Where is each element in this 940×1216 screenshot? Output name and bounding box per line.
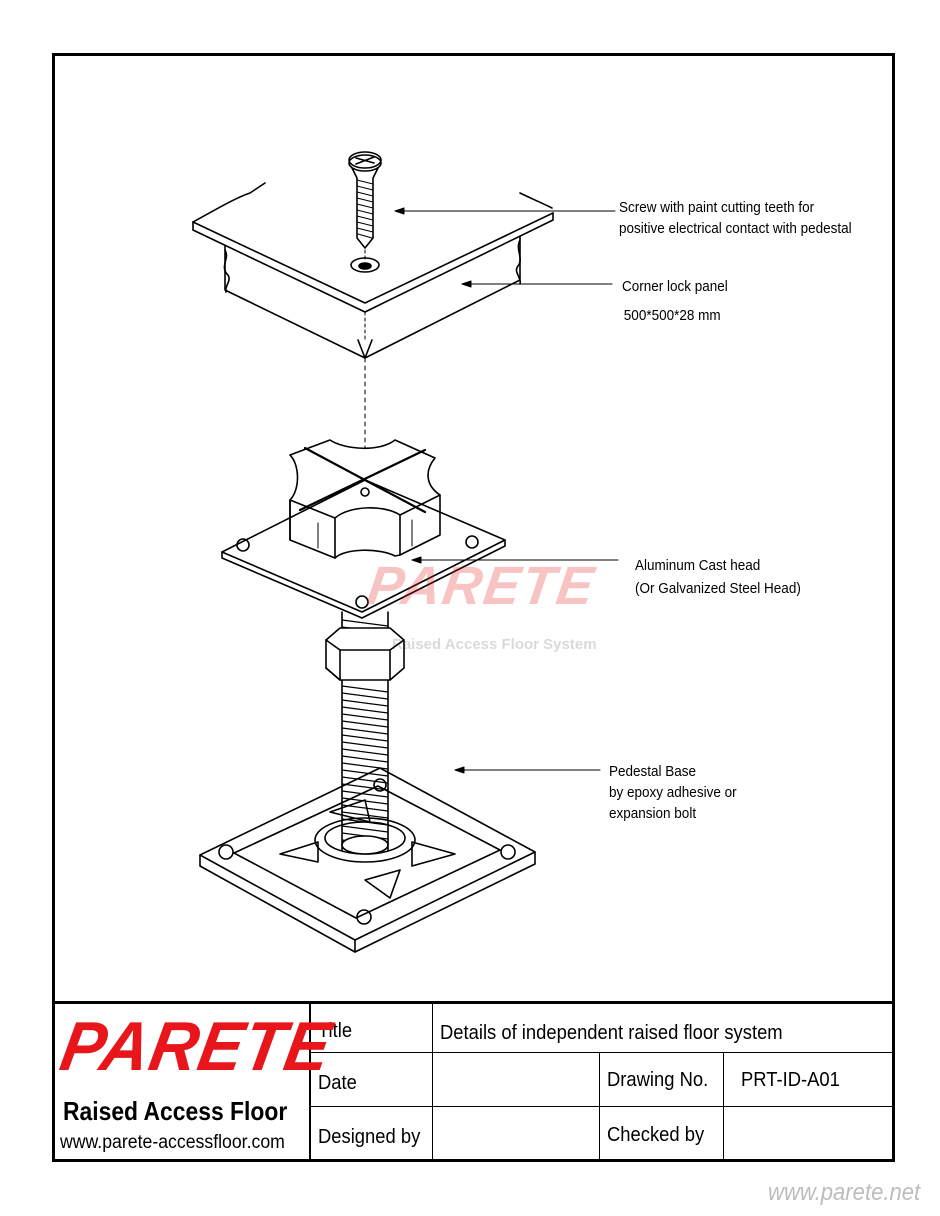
callout-base-line-2: by epoxy adhesive or: [609, 784, 737, 801]
callout-head: Aluminum Cast head (Or Galvanized Steel …: [635, 555, 801, 599]
pedestal-base: [199, 767, 536, 953]
callout-panel-line-2: 500*500*28 mm: [623, 307, 721, 324]
callout-panel: Corner lock panel 500*500*28 mm: [622, 276, 728, 326]
drawing-frame: [52, 53, 895, 1162]
callout-screw: Screw with paint cutting teeth for posit…: [619, 197, 852, 239]
callout-panel-line-1: Corner lock panel: [622, 278, 728, 295]
callout-head-line-2: (Or Galvanized Steel Head): [635, 580, 801, 597]
callout-base-line-1: Pedestal Base: [609, 763, 697, 780]
title-label: Title: [318, 1020, 353, 1042]
checked-by-label: Checked by: [607, 1124, 705, 1146]
watermark-logo: PARETE: [363, 556, 600, 616]
leader-lines: [394, 207, 619, 774]
brand-logo: PARETE: [55, 1007, 338, 1085]
watermark-subtitle: Raised Access Floor System: [392, 636, 597, 653]
callout-base: Pedestal Base by epoxy adhesive or expan…: [609, 761, 737, 824]
title-value: Details of independent raised floor syst…: [440, 1022, 783, 1044]
title-block: [52, 1001, 895, 1162]
corner-lock-panel: [192, 182, 554, 359]
callout-screw-line-1: Screw with paint cutting teeth for: [619, 199, 815, 216]
corner-watermark-url: www.parete.net: [768, 1179, 921, 1206]
brand-website[interactable]: www.parete-accessfloor.com: [60, 1132, 285, 1153]
callout-base-line-3: expansion bolt: [609, 805, 697, 822]
callout-screw-line-2: positive electrical contact with pedesta…: [619, 220, 852, 237]
drawing-no-label: Drawing No.: [607, 1069, 709, 1091]
date-label: Date: [318, 1072, 357, 1094]
brand-tagline: Raised Access Floor: [63, 1096, 288, 1126]
cast-head: [221, 439, 506, 619]
drawing-no-value: PRT-ID-A01: [741, 1069, 840, 1091]
designed-by-label: Designed by: [318, 1126, 421, 1148]
screw: [348, 151, 382, 263]
callout-head-line-1: Aluminum Cast head: [635, 557, 761, 574]
